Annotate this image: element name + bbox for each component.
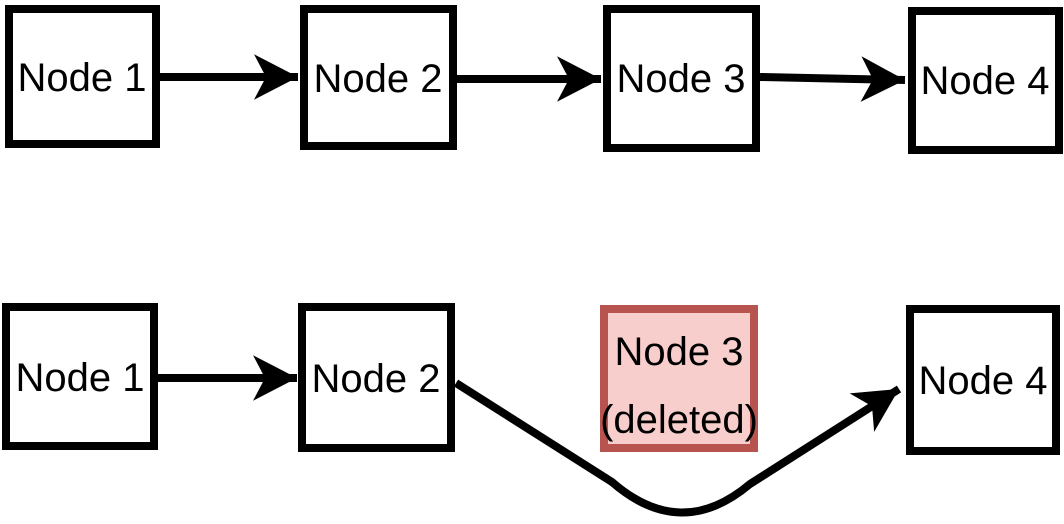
before-node-4-label: Node 4	[921, 59, 1050, 103]
after-deletion-row: Node 1 Node 2 Node 3 (deleted) Node 4	[2, 303, 1060, 517]
before-node-3-box	[603, 5, 760, 152]
deleted-node-status: (deleted)	[600, 398, 758, 442]
before-node-3-label: Node 3	[617, 57, 746, 101]
after-node-2-box	[298, 303, 455, 452]
after-node-2-label: Node 2	[312, 357, 441, 401]
before-node-4-box	[908, 7, 1063, 154]
before-node-1-box	[5, 5, 160, 148]
bypass-arrow-2-4	[453, 379, 902, 517]
deleted-node-box	[600, 305, 758, 452]
before-node-2-box	[300, 5, 457, 150]
before-node-1-label: Node 1	[18, 56, 147, 100]
before-deletion-row: Node 1 Node 2 Node 3 Node 4	[5, 5, 1063, 154]
before-arrow-3-4	[759, 56, 906, 102]
after-node-4-label: Node 4	[919, 359, 1048, 403]
before-node-2-label: Node 2	[314, 57, 443, 101]
deleted-node-label: Node 3	[615, 330, 744, 374]
after-node-4-box	[906, 305, 1060, 455]
after-node-1-box	[2, 303, 158, 450]
after-node-1-label: Node 1	[16, 356, 145, 400]
